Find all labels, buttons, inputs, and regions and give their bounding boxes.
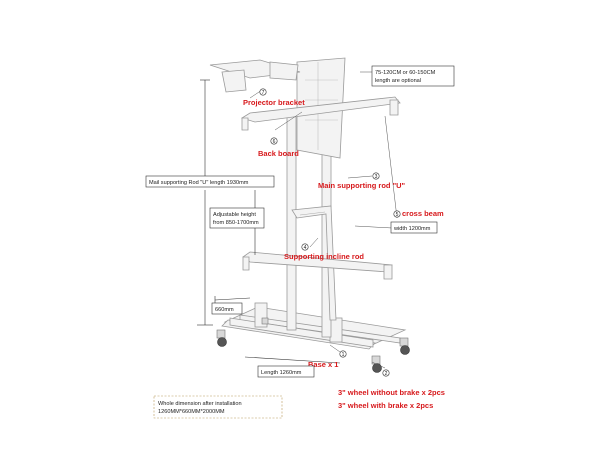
box-length: Length 1260mm	[257, 365, 315, 378]
svg-text:7: 7	[262, 90, 265, 96]
leader-lines	[249, 71, 398, 369]
label-main-supporting-rod: Main supporting rod "U"	[318, 181, 406, 190]
svg-text:2: 2	[385, 371, 388, 377]
box-depth: 660mm	[211, 302, 243, 315]
upper-cross-beam	[241, 96, 401, 131]
svg-text:75-120CM or 60-150CM: 75-120CM or 60-150CM	[375, 70, 436, 76]
dim-total-height	[197, 79, 213, 326]
box-whole-dimension: Whole dimension after installation 1260M…	[153, 395, 283, 419]
lower-cross-beam	[242, 251, 393, 280]
svg-text:Length 1260mm: Length 1260mm	[261, 370, 302, 376]
wheel-back-left	[261, 317, 269, 325]
svg-text:from 850-1700mm: from 850-1700mm	[213, 220, 259, 226]
label-back-board: Back board	[258, 149, 299, 158]
wheel-back-right	[399, 337, 410, 355]
box-width: width 1200mm	[390, 221, 438, 234]
callout-6: 6	[270, 137, 278, 145]
svg-text:3: 3	[375, 174, 378, 180]
dim-length	[244, 356, 341, 364]
label-cross-beam: cross beam	[402, 209, 444, 218]
svg-text:1: 1	[342, 352, 345, 358]
label-supporting-incline-rod: Supporting incline rod	[284, 252, 364, 261]
svg-text:Mail supporting Rod "U" length: Mail supporting Rod "U" length 1930mm	[149, 180, 249, 186]
svg-text:length are optional: length are optional	[375, 78, 421, 84]
svg-text:660mm: 660mm	[215, 307, 234, 313]
svg-text:width 1200mm: width 1200mm	[393, 226, 431, 232]
label-wheel-without-brake: 3" wheel without brake x 2pcs	[338, 388, 445, 397]
svg-text:5: 5	[396, 212, 399, 218]
callout-3: 3	[372, 172, 380, 180]
svg-text:4: 4	[304, 245, 307, 251]
svg-text:Adjustable height: Adjustable height	[213, 212, 256, 218]
wheel-front-left	[216, 329, 227, 347]
projector-bracket	[209, 59, 301, 93]
label-projector-bracket: Projector bracket	[243, 98, 305, 107]
svg-text:6: 6	[273, 139, 276, 145]
callout-5: 5	[393, 210, 401, 218]
box-adjustable-height: Adjustable height from 850-1700mm	[209, 207, 265, 229]
base-frame	[221, 302, 407, 350]
callout-2: 2	[382, 369, 390, 377]
svg-text:Whole dimension after installa: Whole dimension after installation	[158, 401, 242, 407]
box-mail-rod-length: Mail supporting Rod "U" length 1930mm	[145, 175, 275, 188]
callout-4: 4	[301, 243, 309, 251]
label-base: Base x 1	[308, 360, 338, 369]
svg-text:1260MM*660MM*2000MM: 1260MM*660MM*2000MM	[158, 409, 225, 415]
callout-1: 1	[339, 350, 347, 358]
supporting-incline-rod-shape	[291, 205, 337, 321]
callout-7: 7	[259, 88, 267, 96]
label-wheel-with-brake: 3" wheel with brake x 2pcs	[338, 401, 433, 410]
box-length-optional: 75-120CM or 60-150CM length are optional	[371, 65, 455, 87]
